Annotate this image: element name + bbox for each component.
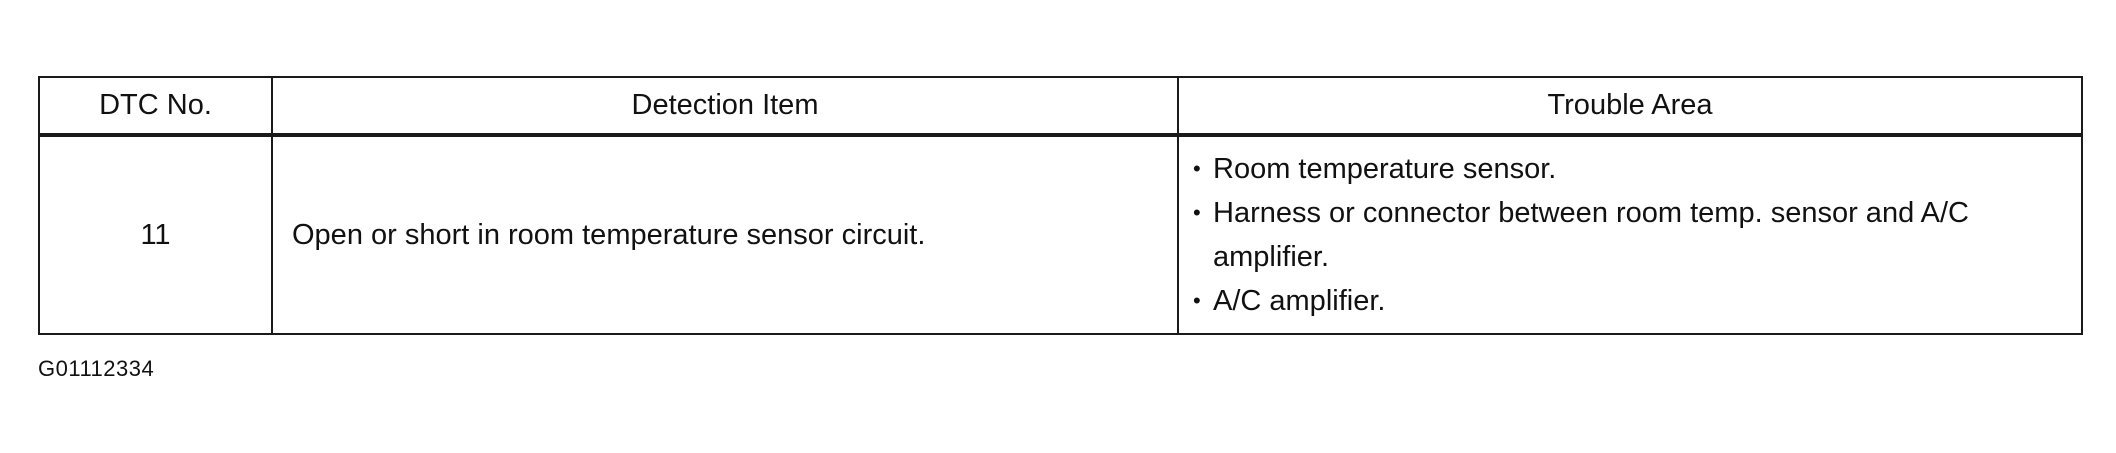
table-header: DTC No. Detection Item Trouble Area bbox=[38, 76, 2083, 137]
header-trouble-area: Trouble Area bbox=[1177, 76, 2083, 137]
table-body: 11 Open or short in room temperature sen… bbox=[38, 134, 2083, 335]
trouble-area-text: Room temperature sensor. bbox=[1213, 153, 1557, 185]
trouble-area-item: • A/C amplifier. bbox=[1193, 279, 2069, 323]
dtc-number-cell: 11 bbox=[38, 134, 273, 335]
trouble-area-item: • Room temperature sensor. bbox=[1193, 147, 2069, 191]
header-row: DTC No. Detection Item Trouble Area bbox=[38, 76, 2083, 137]
bullet-icon: • bbox=[1193, 200, 1201, 225]
trouble-area-text: Harness or connector between room temp. … bbox=[1213, 197, 1969, 273]
bullet-icon: • bbox=[1193, 156, 1201, 181]
header-detection-item: Detection Item bbox=[271, 76, 1179, 137]
trouble-area-text: A/C amplifier. bbox=[1213, 285, 1386, 317]
trouble-area-item: • Harness or connector between room temp… bbox=[1193, 191, 2069, 279]
header-dtc-no: DTC No. bbox=[38, 76, 273, 137]
trouble-area-list: • Room temperature sensor. • Harness or … bbox=[1193, 147, 2069, 323]
detection-item-cell: Open or short in room temperature sensor… bbox=[271, 134, 1179, 335]
trouble-area-cell: • Room temperature sensor. • Harness or … bbox=[1177, 134, 2083, 335]
dtc-table: DTC No. Detection Item Trouble Area 11 O… bbox=[38, 76, 2083, 335]
bullet-icon: • bbox=[1193, 288, 1201, 313]
table-row: 11 Open or short in room temperature sen… bbox=[38, 134, 2083, 335]
figure-code: G01112334 bbox=[38, 356, 155, 381]
